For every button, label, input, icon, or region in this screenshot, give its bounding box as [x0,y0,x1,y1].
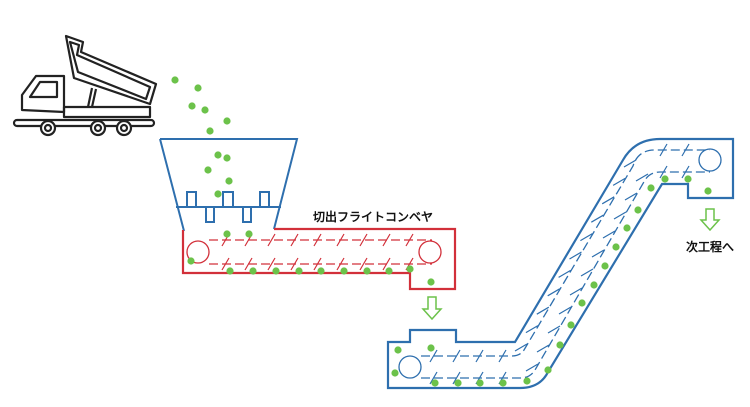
material-particle [245,230,253,238]
material-particle [476,379,484,387]
material-particle [295,267,303,275]
material-particle [201,106,209,114]
material-particle [206,127,214,135]
dump-truck-icon [12,34,158,137]
material-particle [214,151,222,159]
material-particle [704,187,712,195]
material-particle [427,278,435,286]
material-particle [578,299,586,307]
material-particle [684,175,692,183]
material-particle [661,175,669,183]
material-particle [194,84,202,92]
material-particle [226,267,234,275]
material-particle [394,346,402,354]
next-process-label: 次工程へ [686,240,735,254]
feeder-conveyor-label: 切出フライトコンベヤ [313,210,434,224]
material-particle [340,267,348,275]
material-particle [171,76,179,84]
material-particle [567,321,575,329]
material-particle [590,281,598,289]
material-particle [556,341,564,349]
material-particle [317,267,325,275]
down-arrow-icon [421,296,443,321]
material-particle [223,117,231,125]
material-particle [406,265,414,273]
material-particle [385,267,393,275]
material-particles [171,76,712,387]
material-particle [391,369,399,377]
material-particle [544,366,552,374]
material-particle [249,267,257,275]
material-particle [427,344,435,352]
material-particle [187,257,195,265]
down-arrow-icon [699,208,721,232]
material-particle [523,377,531,385]
material-particle [225,177,233,185]
material-particle [612,243,620,251]
material-particle [188,102,196,110]
inclined-flight-conveyor [386,137,735,390]
material-particle [601,262,609,270]
material-particle [204,166,212,174]
material-particle [454,379,462,387]
hopper [159,138,299,232]
material-particle [431,379,439,387]
material-particle [499,379,507,387]
material-particle [623,224,631,232]
material-particle [214,190,222,198]
material-particle [272,267,280,275]
feeder-flight-conveyor [181,227,457,291]
material-particle [223,154,231,162]
material-particle [223,230,231,238]
material-particle [634,206,642,214]
material-particle [363,267,371,275]
material-particle [647,184,655,192]
